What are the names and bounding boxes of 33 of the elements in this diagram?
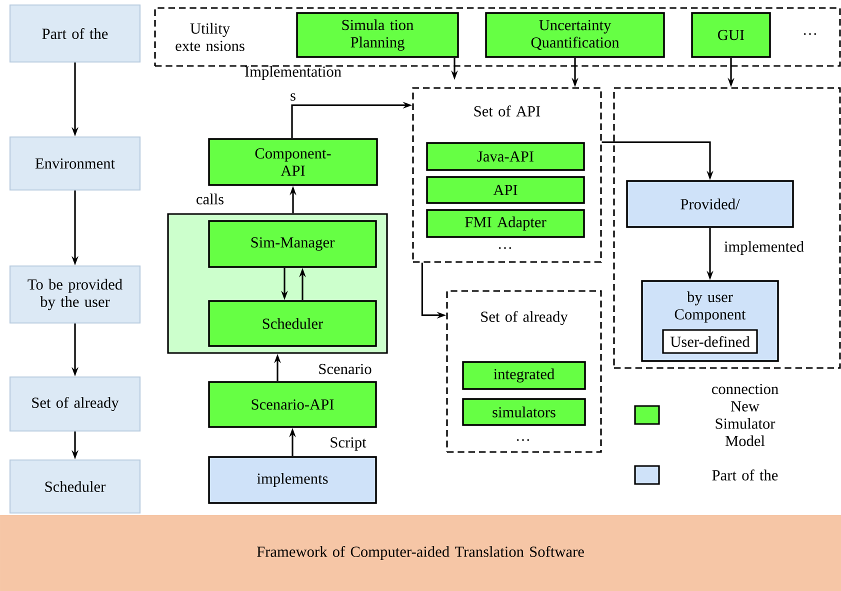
- stage-box: Part of the: [9, 4, 141, 63]
- group-frame: [613, 87, 841, 369]
- module-box: Scenario-API: [208, 381, 377, 428]
- framework-band: Framework of Computer-aided Translation Software: [0, 515, 841, 591]
- legend-text: Part of the: [712, 470, 778, 480]
- stage-box: Set of already: [9, 376, 141, 432]
- edge-label: implemented: [724, 241, 804, 255]
- module-box: simulators: [462, 398, 586, 426]
- module-box: API: [426, 176, 585, 204]
- legend-text: connection New Simulator Model: [712, 384, 778, 446]
- edge-label: calls: [196, 194, 224, 204]
- label-box: User-defined: [662, 329, 758, 354]
- caption-text: Implementation: [245, 66, 342, 80]
- ellipsis: …: [498, 247, 512, 249]
- component-box: Provided/: [626, 180, 794, 228]
- stage-box: Environment: [9, 136, 141, 191]
- module-box: integrated: [462, 361, 586, 390]
- stage-box: Scheduler: [9, 459, 141, 514]
- module-box: Sim-Manager: [208, 220, 377, 268]
- caption-text: s: [290, 93, 296, 101]
- module-box: Uncertainty Quantification: [485, 12, 665, 58]
- module-box: Simula tion Planning: [296, 12, 459, 58]
- module-box: Java-API: [426, 142, 585, 171]
- module-box: GUI: [691, 12, 771, 58]
- edge-label: Script: [330, 437, 366, 451]
- ellipsis: …: [804, 33, 816, 35]
- ellipsis: …: [516, 439, 530, 441]
- stage-box: To be provided by the user: [9, 265, 141, 324]
- edge-label: Scenario: [319, 364, 372, 374]
- module-box: Component-API: [208, 138, 378, 186]
- module-box: FMI Adapter: [426, 209, 585, 238]
- module-box: Scheduler: [208, 300, 377, 347]
- component-box: implements: [208, 456, 377, 504]
